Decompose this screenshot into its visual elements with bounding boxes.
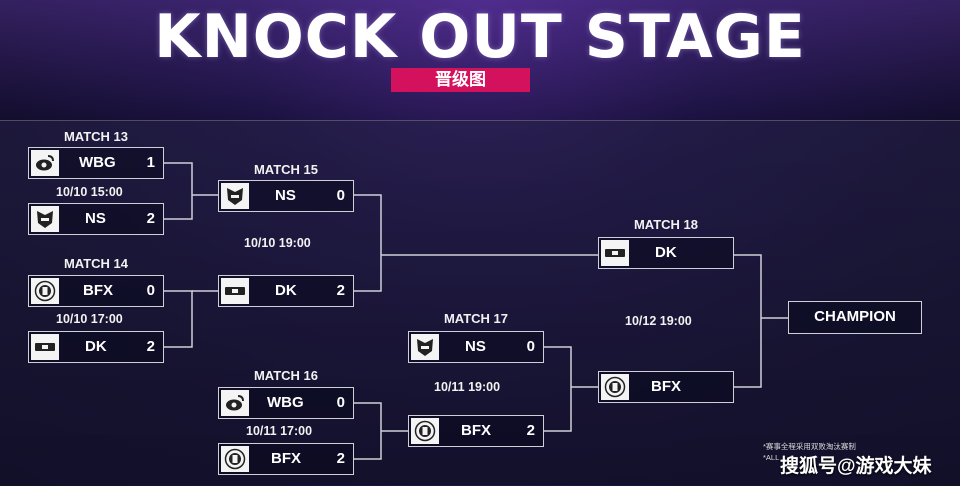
match-13-team-bottom[interactable]: NS 2	[28, 203, 164, 235]
match-18-team-top[interactable]: DK	[598, 237, 734, 269]
team-name: NS	[85, 210, 106, 227]
team-name: DK	[85, 338, 107, 355]
team-name: BFX	[461, 422, 491, 439]
champion-box[interactable]: CHAMPION	[788, 301, 922, 334]
match-14-team-bottom[interactable]: DK 2	[28, 331, 164, 363]
team-score: 2	[526, 422, 535, 439]
footnote-line-1: *赛事全程采用双败淘汰赛制	[763, 442, 856, 451]
footnote: *赛事全程采用双败淘汰赛制 *ALL	[763, 441, 856, 463]
ns-shield-icon	[221, 183, 249, 209]
match-16-team-top[interactable]: WBG 0	[218, 387, 354, 419]
team-name: BFX	[651, 378, 681, 395]
team-score: 2	[336, 450, 345, 467]
match-17-label: MATCH 17	[443, 311, 509, 326]
bfx-crest-icon	[411, 418, 439, 444]
match-15-time: 10/10 19:00	[244, 236, 311, 250]
match-16-time: 10/11 17:00	[246, 424, 313, 438]
ns-shield-icon	[31, 206, 59, 232]
page-title: KNOCK OUT STAGE	[154, 2, 806, 72]
ns-shield-icon	[411, 334, 439, 360]
team-score: 0	[526, 338, 535, 355]
team-score: 0	[146, 282, 155, 299]
match-17-team-bottom[interactable]: BFX 2	[408, 415, 544, 447]
match-14-time: 10/10 17:00	[56, 312, 123, 326]
team-score: 2	[336, 282, 345, 299]
match-15-label: MATCH 15	[253, 162, 319, 177]
match-15-team-top[interactable]: NS 0	[218, 180, 354, 212]
match-14-label: MATCH 14	[63, 256, 129, 271]
match-13-time: 10/10 15:00	[56, 185, 123, 199]
match-16-label: MATCH 16	[253, 368, 319, 383]
team-score: 2	[146, 210, 155, 227]
header-banner	[0, 0, 960, 120]
match-18-team-bottom[interactable]: BFX	[598, 371, 734, 403]
match-14-team-top[interactable]: BFX 0	[28, 275, 164, 307]
footnote-line-2: *ALL	[763, 453, 780, 462]
dk-bar-icon	[601, 240, 629, 266]
match-18-time: 10/12 19:00	[625, 314, 692, 328]
subtitle-badge: 晋级图	[391, 68, 530, 92]
team-score: 2	[146, 338, 155, 355]
weibo-eye-icon	[221, 390, 249, 416]
weibo-eye-icon	[31, 150, 59, 176]
match-17-time: 10/11 19:00	[434, 380, 501, 394]
team-score: 1	[146, 154, 155, 171]
team-name: NS	[465, 338, 486, 355]
team-score: 0	[336, 394, 345, 411]
bfx-crest-icon	[221, 446, 249, 472]
match-13-team-top[interactable]: WBG 1	[28, 147, 164, 179]
team-name: DK	[275, 282, 297, 299]
match-15-team-bottom[interactable]: DK 2	[218, 275, 354, 307]
team-name: BFX	[83, 282, 113, 299]
bfx-crest-icon	[31, 278, 59, 304]
match-17-team-top[interactable]: NS 0	[408, 331, 544, 363]
team-name: BFX	[271, 450, 301, 467]
team-name: NS	[275, 187, 296, 204]
match-13-label: MATCH 13	[63, 129, 129, 144]
team-name: WBG	[267, 394, 304, 411]
team-score: 0	[336, 187, 345, 204]
dk-bar-icon	[221, 278, 249, 304]
watermark-text: 搜狐号@游戏大妹	[780, 456, 932, 477]
team-name: WBG	[79, 154, 116, 171]
bfx-crest-icon	[601, 374, 629, 400]
dk-bar-icon	[31, 334, 59, 360]
match-18-label: MATCH 18	[633, 217, 699, 232]
match-16-team-bottom[interactable]: BFX 2	[218, 443, 354, 475]
team-name: DK	[655, 244, 677, 261]
